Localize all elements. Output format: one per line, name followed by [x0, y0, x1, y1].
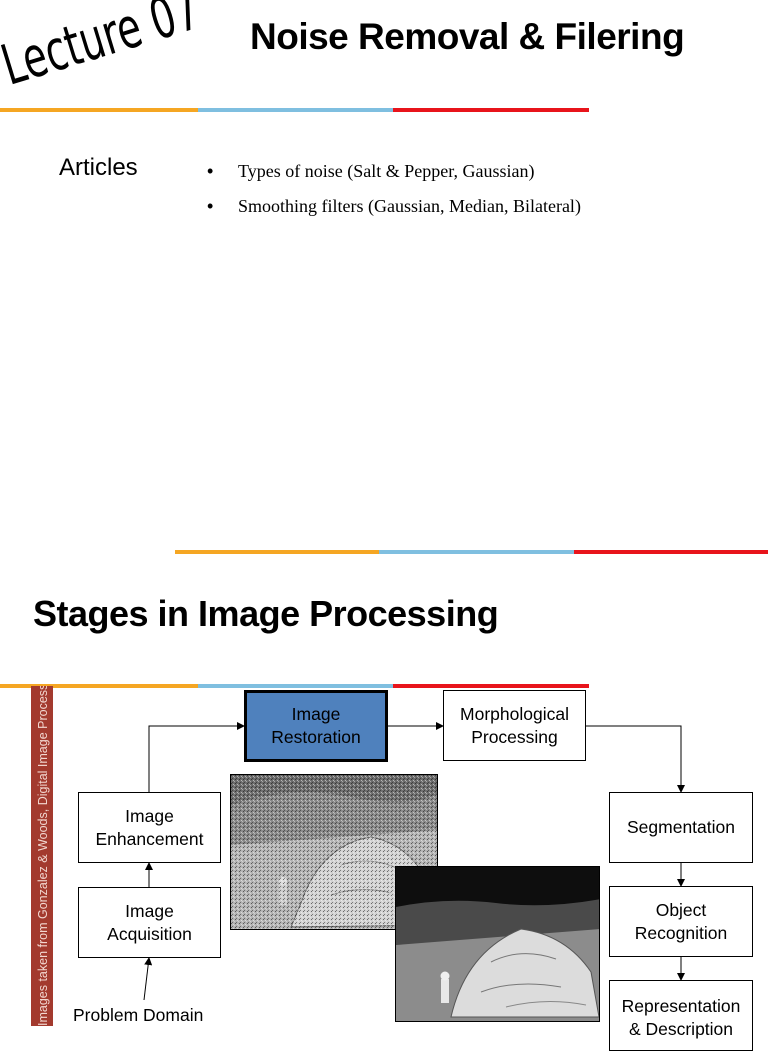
- list-item: • Smoothing filters (Gaussian, Median, B…: [207, 193, 581, 228]
- list-item-text: Smoothing filters (Gaussian, Median, Bil…: [238, 196, 581, 216]
- box-label: Image Enhancement: [95, 805, 204, 849]
- representation-description-box: Representation & Description: [609, 980, 753, 1051]
- arrow-enhancement-to-restoration: [148, 722, 245, 793]
- box-label: Object Recognition: [634, 899, 728, 943]
- restored-lunar-photo-image: [396, 867, 599, 1021]
- list-item: • Types of noise (Salt & Pepper, Gaussia…: [207, 158, 581, 193]
- list-item-text: Types of noise (Salt & Pepper, Gaussian): [238, 161, 535, 181]
- image-restoration-box: Image Restoration: [244, 690, 388, 762]
- slide-divider-blue: [379, 550, 574, 554]
- image-credit-bar: Images taken from Gonzalez & Woods, Digi…: [31, 686, 53, 1026]
- problem-domain-label: Problem Domain: [73, 1005, 204, 1025]
- diagram-connectors: [143, 722, 685, 1001]
- box-label: Segmentation: [627, 817, 735, 837]
- box-label: Representation & Description: [621, 996, 741, 1039]
- title-rule-blue: [198, 684, 393, 688]
- title-rule-orange: [0, 108, 198, 112]
- segmentation-box: Segmentation: [609, 792, 753, 863]
- box-label: Image Acquisition: [107, 900, 192, 944]
- box-label: Image Restoration: [271, 704, 361, 747]
- slide-title: Noise Removal & Filering: [250, 16, 685, 57]
- arrow-problem-domain-to-acquisition: [143, 957, 153, 1001]
- articles-label: Articles: [59, 154, 138, 181]
- title-rule-red: [393, 108, 589, 112]
- bullet-icon: •: [207, 161, 214, 181]
- slide-divider-red: [574, 550, 768, 554]
- articles-list: • Types of noise (Salt & Pepper, Gaussia…: [207, 158, 581, 228]
- restored-lunar-photo: [395, 866, 600, 1022]
- image-acquisition-box: Image Acquisition: [78, 887, 221, 958]
- slide-title: Stages in Image Processing: [33, 593, 499, 634]
- arrow-morphological-to-segmentation: [586, 725, 685, 793]
- title-rule-orange: [0, 684, 198, 688]
- image-enhancement-box: Image Enhancement: [78, 792, 221, 863]
- box-label: Morphological Processing: [460, 703, 569, 747]
- morphological-processing-box: Morphological Processing: [443, 690, 586, 761]
- object-recognition-box: Object Recognition: [609, 886, 753, 957]
- bullet-icon: •: [207, 196, 214, 216]
- title-rule-blue: [198, 108, 393, 112]
- slide-divider-orange: [175, 550, 379, 554]
- title-rule-red: [393, 684, 589, 688]
